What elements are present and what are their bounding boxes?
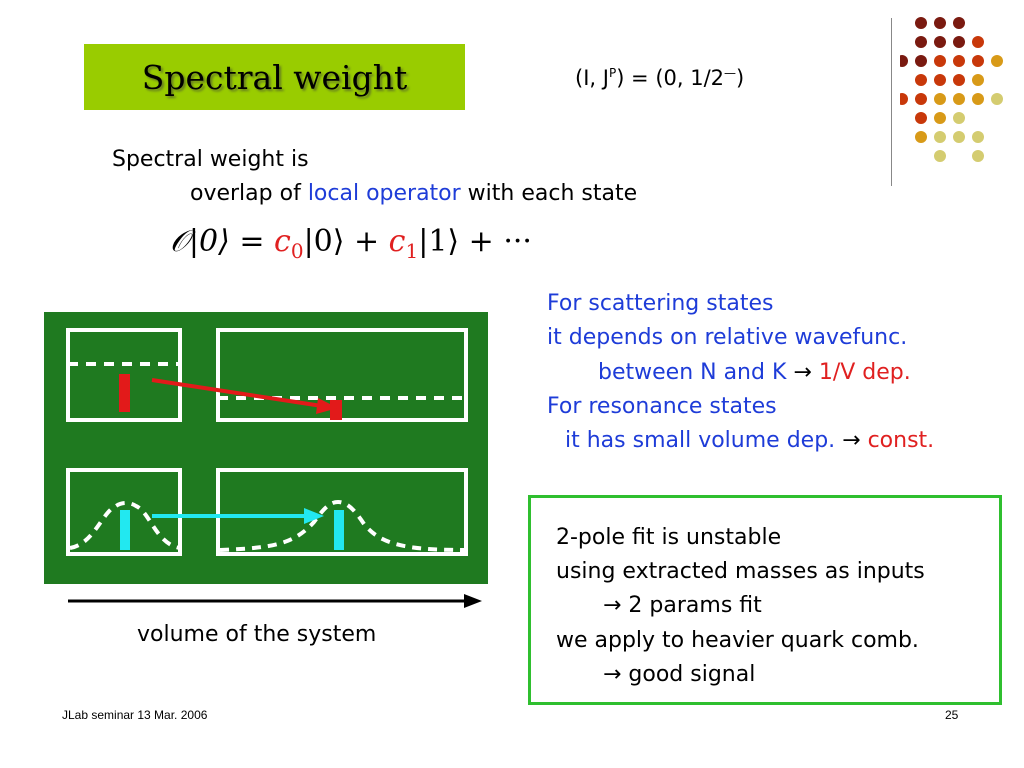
large-box-bottom [216,468,468,556]
qn-close: ) [736,66,745,90]
cyan-arrow-head [304,508,324,524]
formula-c0-sub: 0 [290,239,304,263]
fit-line-3: → 2 params fit [603,593,762,618]
cyan-state-bar-small [120,510,130,550]
volume-diagram [44,312,488,584]
volume-dependence: 1/V dep. [811,360,911,385]
footer-event: JLab seminar 13 Mar. 2006 [62,708,208,722]
red-arrow-shaft [151,378,323,408]
formula-end: |1⟩ + ··· [418,224,532,259]
intro-line-2-post: with each state [460,181,638,206]
scattering-line-3-pre: between N and K [598,360,794,385]
diagram-svg [66,328,468,556]
formula-mid: |0⟩ + [303,224,389,259]
small-box-top [66,328,182,422]
decorative-dot-grid [900,17,1003,162]
fit-line-1: 2-pole fit is unstable [556,525,782,550]
resonance-line-1: For resonance states [547,394,777,419]
qn-parity: — [724,66,737,80]
formula-c1-sub: 1 [405,239,419,263]
cyan-state-bar-large [334,510,344,550]
fit-line-4: we apply to heavier quark comb. [556,628,919,653]
qn-sup: P [608,66,617,80]
resonance-line-2-pre: it has small volume dep. [565,428,843,453]
local-operator-text: local operator [307,181,461,206]
red-state-bar-large [330,400,342,420]
arrow-icon: → [793,360,812,385]
qn-suffix: ) = (0, 1/2 [616,66,725,90]
scattering-line-1: For scattering states [547,291,774,316]
intro-line-2-pre: overlap of [190,181,308,206]
formula-c1: c [388,224,406,259]
resonance-line-2: it has small volume dep. → const. [565,428,934,454]
scattering-line-3: between N and K → 1/V dep. [598,360,911,386]
formula-operator: 𝒪|0⟩ = [170,224,275,259]
spectral-formula: 𝒪|0⟩ = c0|0⟩ + c1|1⟩ + ··· [170,224,532,263]
quantum-numbers: (I, JP) = (0, 1/2—) [575,66,744,90]
title-background [84,44,465,110]
small-box-bottom [66,468,182,556]
qn-prefix: (I, J [575,66,609,90]
intro-line-1: Spectral weight is [112,147,309,172]
const-result: const. [860,428,935,453]
fit-line-5: → good signal [603,662,756,687]
intro-line-2: overlap of local operator with each stat… [190,181,637,207]
fit-note-box [528,495,1002,705]
fit-line-2: using extracted masses as inputs [556,559,925,584]
resonance-peak-small [69,501,181,550]
formula-c0: c [274,224,291,259]
volume-axis-label: volume of the system [137,622,377,647]
vertical-divider [891,18,892,186]
red-state-bar-small [119,374,130,412]
volume-axis-arrow [68,594,482,608]
resonance-peak-large [219,499,465,552]
red-arrow-head [316,398,338,414]
slide-title: Spectral weight [141,57,408,97]
arrow-icon: → [842,428,861,453]
page-number: 25 [945,708,959,722]
scattering-line-2: it depends on relative wavefunc. [547,325,908,350]
